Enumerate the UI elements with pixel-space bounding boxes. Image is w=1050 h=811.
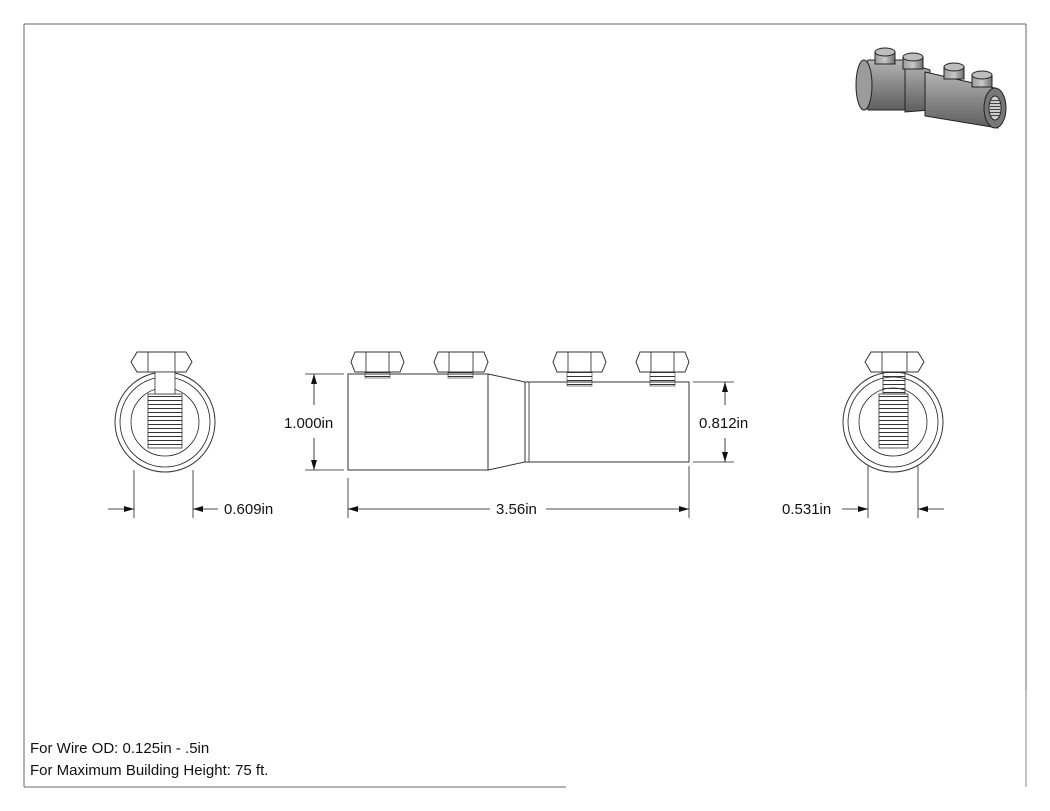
right-end-bolt-head [864, 351, 925, 373]
left-end-bolt-head [130, 351, 193, 373]
isometric-connector-icon [855, 47, 1007, 129]
overall-length-label: 3.56in [496, 501, 537, 518]
left-end-view: 0.609in [108, 351, 273, 518]
side-bolt-1 [350, 351, 405, 379]
side-bolt-3 [552, 351, 607, 387]
wire-od-note: For Wire OD: 0.125in - .5in [30, 740, 210, 757]
max-building-height-note: For Maximum Building Height: 75 ft. [30, 762, 269, 779]
small-diameter-label: 0.812in [699, 415, 748, 432]
connector-body [347, 373, 690, 471]
large-diameter-label: 1.000in [284, 415, 333, 432]
side-view: 1.000in 0.812in 3.56in [284, 351, 748, 518]
left-end-width-label: 0.609in [224, 501, 273, 518]
side-bolt-2 [433, 351, 489, 379]
right-end-width-label: 0.531in [782, 501, 831, 518]
right-end-view: 0.531in [782, 351, 944, 518]
side-bolt-4 [635, 351, 690, 387]
sheet-border [23, 23, 1027, 788]
